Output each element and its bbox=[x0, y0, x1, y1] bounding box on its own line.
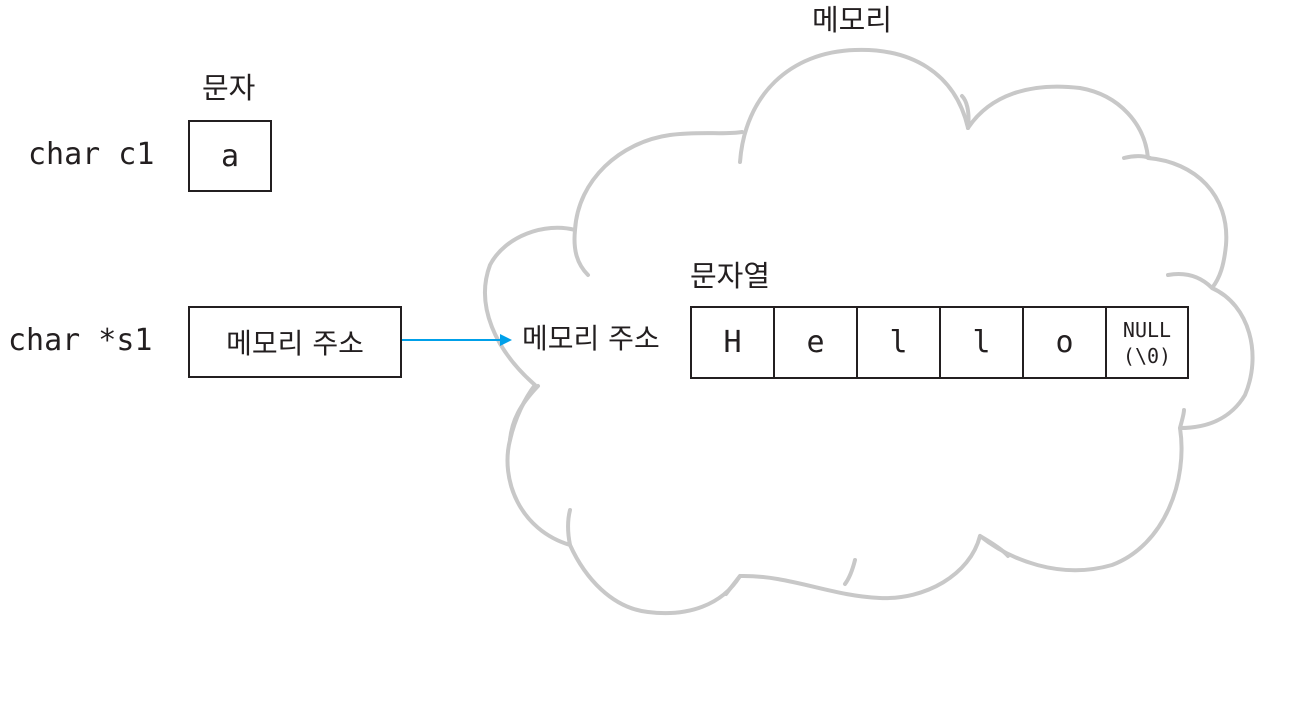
arrow-head-icon bbox=[500, 334, 512, 346]
string-cell: o bbox=[1024, 308, 1107, 377]
char-label: 문자 bbox=[202, 71, 256, 105]
c1-value-box: a bbox=[188, 120, 272, 192]
string-cell: l bbox=[941, 308, 1024, 377]
string-cell: e bbox=[775, 308, 858, 377]
string-cell: l bbox=[858, 308, 941, 377]
memory-title: 메모리 bbox=[812, 3, 893, 37]
s1-value: 메모리 주소 bbox=[226, 327, 364, 360]
null-label: NULL bbox=[1122, 317, 1172, 342]
c1-value: a bbox=[220, 138, 240, 174]
s1-declaration: char *s1 bbox=[8, 323, 153, 358]
string-array: H e l l o NULL (\0) bbox=[690, 306, 1189, 379]
string-cell: H bbox=[692, 308, 775, 377]
null-terminator-cell: NULL (\0) bbox=[1107, 308, 1187, 377]
string-label: 문자열 bbox=[690, 259, 771, 293]
s1-value-box: 메모리 주소 bbox=[188, 306, 402, 378]
target-address-label: 메모리 주소 bbox=[522, 322, 660, 355]
c1-declaration: char c1 bbox=[28, 137, 155, 172]
null-escape-label: (\0) bbox=[1122, 343, 1172, 368]
